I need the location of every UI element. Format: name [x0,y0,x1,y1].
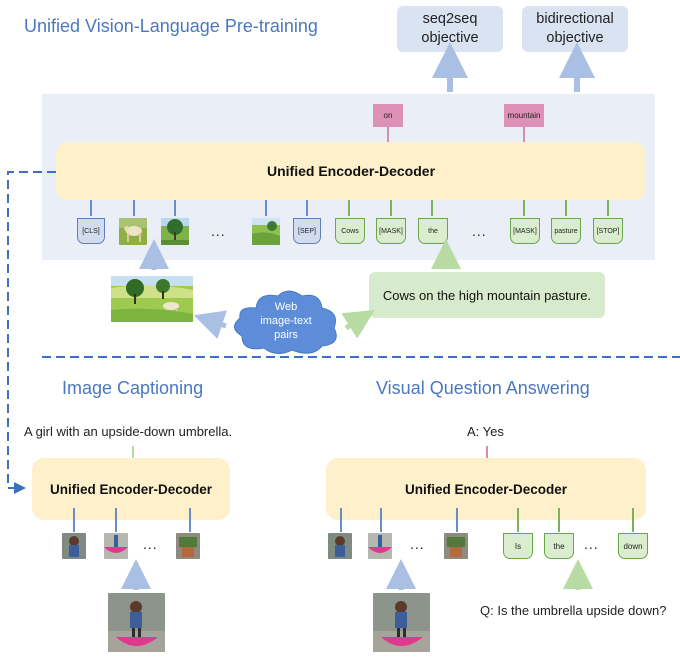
token-the: the [418,218,448,244]
vqa-patch-umbrella [368,533,392,559]
cap-connector-1 [73,508,75,532]
vqa-token-the: the [544,533,574,559]
connector-on [387,127,389,142]
captioning-output-connector [132,446,134,460]
token-stop: [STOP] [593,218,623,244]
image-patch-horse [119,218,147,245]
vqa-answer-connector [486,446,488,460]
pretraining-title: Unified Vision-Language Pre-training [24,16,318,36]
cap-input-photo [108,593,165,652]
connector-mask-1 [390,200,392,216]
vqa-patch-girl [328,533,352,559]
vqa-connector-down [632,508,634,532]
token-sep: [SEP] [293,218,321,244]
captioning-title: Image Captioning [62,378,204,398]
image-patch-tree [161,218,189,245]
token-cls: [CLS] [77,218,105,244]
vqa-ellipsis-text: ... [584,536,599,552]
vqa-connector-img-1 [340,508,342,532]
connector-the [431,200,433,216]
vqa-connector-img-3 [456,508,458,532]
pretrain-caption-box: Cows on the high mountain pasture. [369,272,605,318]
connector-img-3 [265,200,267,216]
token-cows: Cows [335,218,365,244]
pretrain-encoder-decoder: Unified Encoder-Decoder [56,142,646,200]
vqa-title: Visual Question Answering [376,378,590,398]
vqa-input-photo [373,593,430,652]
cap-patch-pot [176,533,200,559]
vqa-token-down: down [618,533,648,559]
connector-pasture [565,200,567,216]
cap-connector-3 [189,508,191,532]
token-pasture: pasture [551,218,581,244]
predicted-token-mountain: mountain [504,104,544,127]
cap-ellipsis: ... [143,536,158,552]
captioning-output: A girl with an upside-down umbrella. [24,424,233,439]
arrow-cloud-to-caption [341,310,375,339]
connector-img-2 [174,200,176,216]
vqa-ellipsis-image: ... [410,536,425,552]
web-data-cloud-label: Web image-text pairs [260,301,312,341]
connector-img-1 [133,200,135,216]
pretrain-ellipsis-image: ... [211,223,226,239]
token-mask-2: [MASK] [510,218,540,244]
connector-stop [607,200,609,216]
bidirectional-objective-box: bidirectional objective [522,6,628,52]
connector-cls [90,200,92,216]
pasture-image [111,276,193,322]
web-data-cloud [234,290,337,354]
cap-patch-umbrella [104,533,128,559]
captioning-encoder-decoder: Unified Encoder-Decoder [32,458,230,520]
vqa-connector-img-2 [380,508,382,532]
vqa-token-is: Is [503,533,533,559]
vqa-connector-is [517,508,519,532]
connector-mask-2 [523,200,525,216]
vqa-question: Q: Is the umbrella upside down? [480,603,667,618]
pretrain-ellipsis-text: ... [472,223,487,239]
cap-connector-2 [115,508,117,532]
predicted-token-on: on [373,104,403,127]
vqa-answer: A: Yes [467,424,504,439]
vqa-encoder-decoder: Unified Encoder-Decoder [326,458,646,520]
cap-patch-girl [62,533,86,559]
connector-mountain [523,127,525,142]
seq2seq-objective-box: seq2seq objective [397,6,503,52]
vqa-connector-the [558,508,560,532]
image-patch-field [252,218,280,245]
token-mask-1: [MASK] [376,218,406,244]
connector-cows [348,200,350,216]
connector-sep [306,200,308,216]
arrow-cloud-to-image [193,310,227,339]
vqa-patch-pot [444,533,468,559]
